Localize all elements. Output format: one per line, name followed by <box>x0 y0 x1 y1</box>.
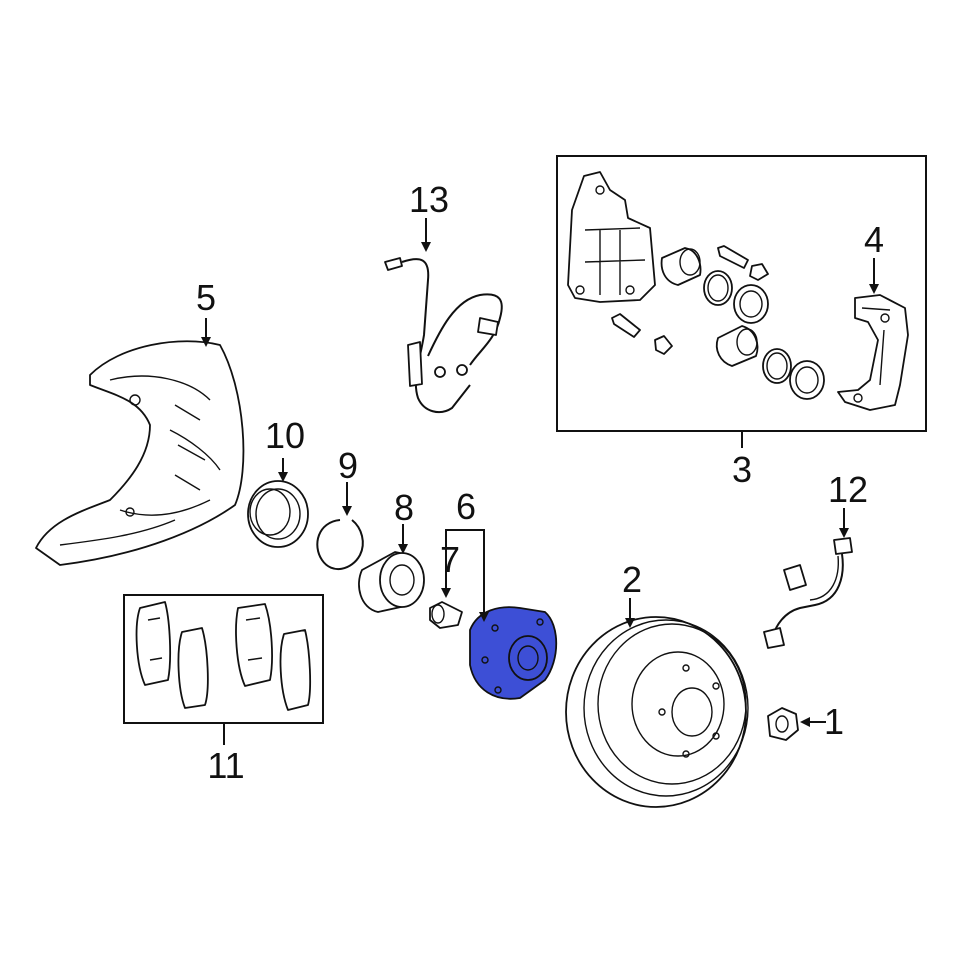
callout-7: 7 <box>440 539 460 580</box>
callout-8: 8 <box>394 487 414 528</box>
brake-rotor-part-2[interactable] <box>565 616 749 808</box>
callout-13: 13 <box>409 179 449 220</box>
dust-shield-part-5[interactable] <box>35 340 245 566</box>
snap-ring-part-9[interactable] <box>316 519 364 570</box>
caliper-part-3[interactable] <box>567 171 656 303</box>
callout-2: 2 <box>622 559 642 600</box>
wheel-stud-part-7[interactable] <box>429 601 463 629</box>
caliper-boot-upper[interactable] <box>733 284 769 324</box>
callout-labels: 1 2 3 4 5 6 7 8 9 10 11 12 13 <box>196 179 884 786</box>
brake-pads-part-11[interactable] <box>135 601 312 711</box>
callout-10: 10 <box>265 415 305 456</box>
callout-1: 1 <box>824 701 844 742</box>
caliper-boot-lower[interactable] <box>789 360 825 400</box>
caliper-bolt-upper[interactable] <box>717 245 769 281</box>
caliper-assembly-box <box>556 155 927 432</box>
caliper-seal-lower[interactable] <box>762 348 792 384</box>
abs-sensor-part-13[interactable] <box>384 257 503 414</box>
callout-5: 5 <box>196 277 216 318</box>
caliper-piston-upper[interactable] <box>660 247 702 286</box>
callout-9: 9 <box>338 445 358 486</box>
callout-3: 3 <box>732 449 752 490</box>
callout-4: 4 <box>864 219 884 260</box>
callout-12: 12 <box>828 469 868 510</box>
brake-hose-part-12[interactable] <box>763 537 853 649</box>
wheel-hub-part-6[interactable] <box>469 606 558 700</box>
lug-nut-part-1[interactable] <box>767 707 799 741</box>
bearing-part-8[interactable] <box>358 551 425 613</box>
callout-11: 11 <box>207 745 244 786</box>
caliper-bolt-lower[interactable] <box>611 313 673 355</box>
seal-part-10[interactable] <box>247 480 309 548</box>
caliper-seal-upper[interactable] <box>703 270 733 306</box>
caliper-bracket-part-4[interactable] <box>837 294 909 411</box>
callout-6: 6 <box>456 486 476 527</box>
caliper-piston-lower[interactable] <box>715 325 759 367</box>
leader-lines <box>201 218 879 745</box>
